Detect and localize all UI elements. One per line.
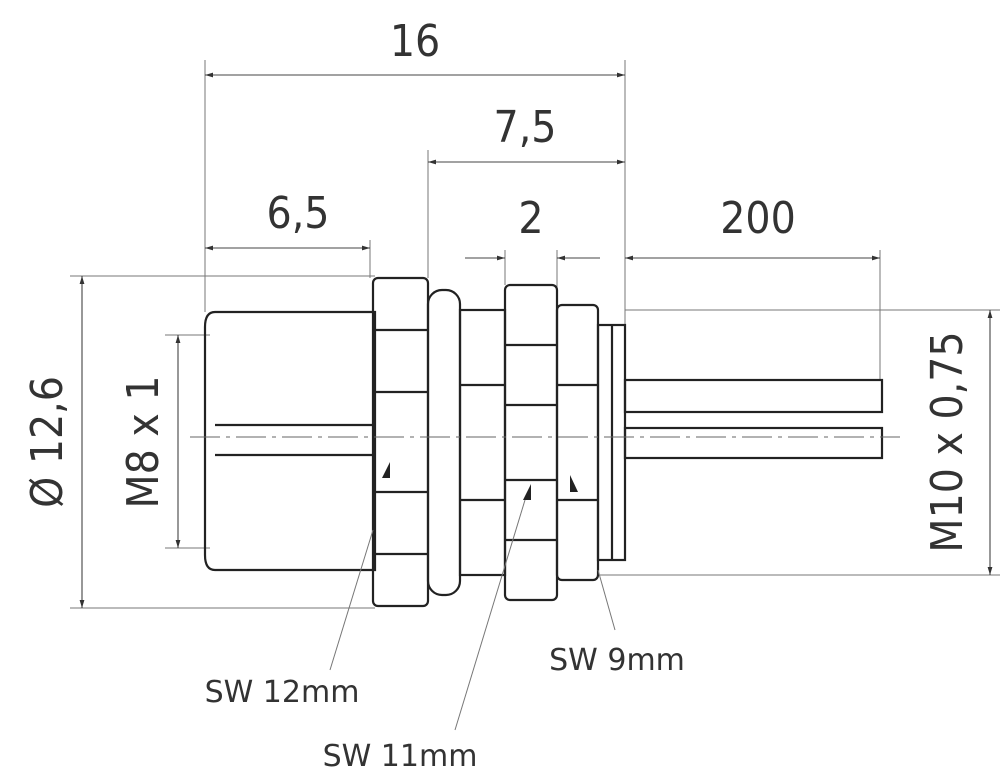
wrench-markers	[382, 462, 578, 500]
label-sw-rear: SW 9mm	[549, 643, 685, 678]
dim-rear-length: 7,5	[494, 102, 557, 153]
dim-front-length: 6,5	[267, 188, 330, 239]
label-sw-middle: SW 11mm	[323, 739, 478, 774]
dim-rear-thread: M10 x 0,75	[922, 331, 973, 552]
dim-nut-width: 2	[518, 193, 543, 244]
dim-cable-length: 200	[720, 193, 796, 244]
dim-outer-diameter: Ø 12,6	[22, 376, 73, 508]
connector-body	[203, 276, 884, 608]
dimension-lines	[79, 72, 993, 608]
leader-lines	[329, 499, 616, 731]
dim-overall-length: 16	[390, 16, 440, 67]
dim-front-thread: M8 x 1	[118, 375, 169, 508]
label-sw-front: SW 12mm	[205, 675, 360, 710]
